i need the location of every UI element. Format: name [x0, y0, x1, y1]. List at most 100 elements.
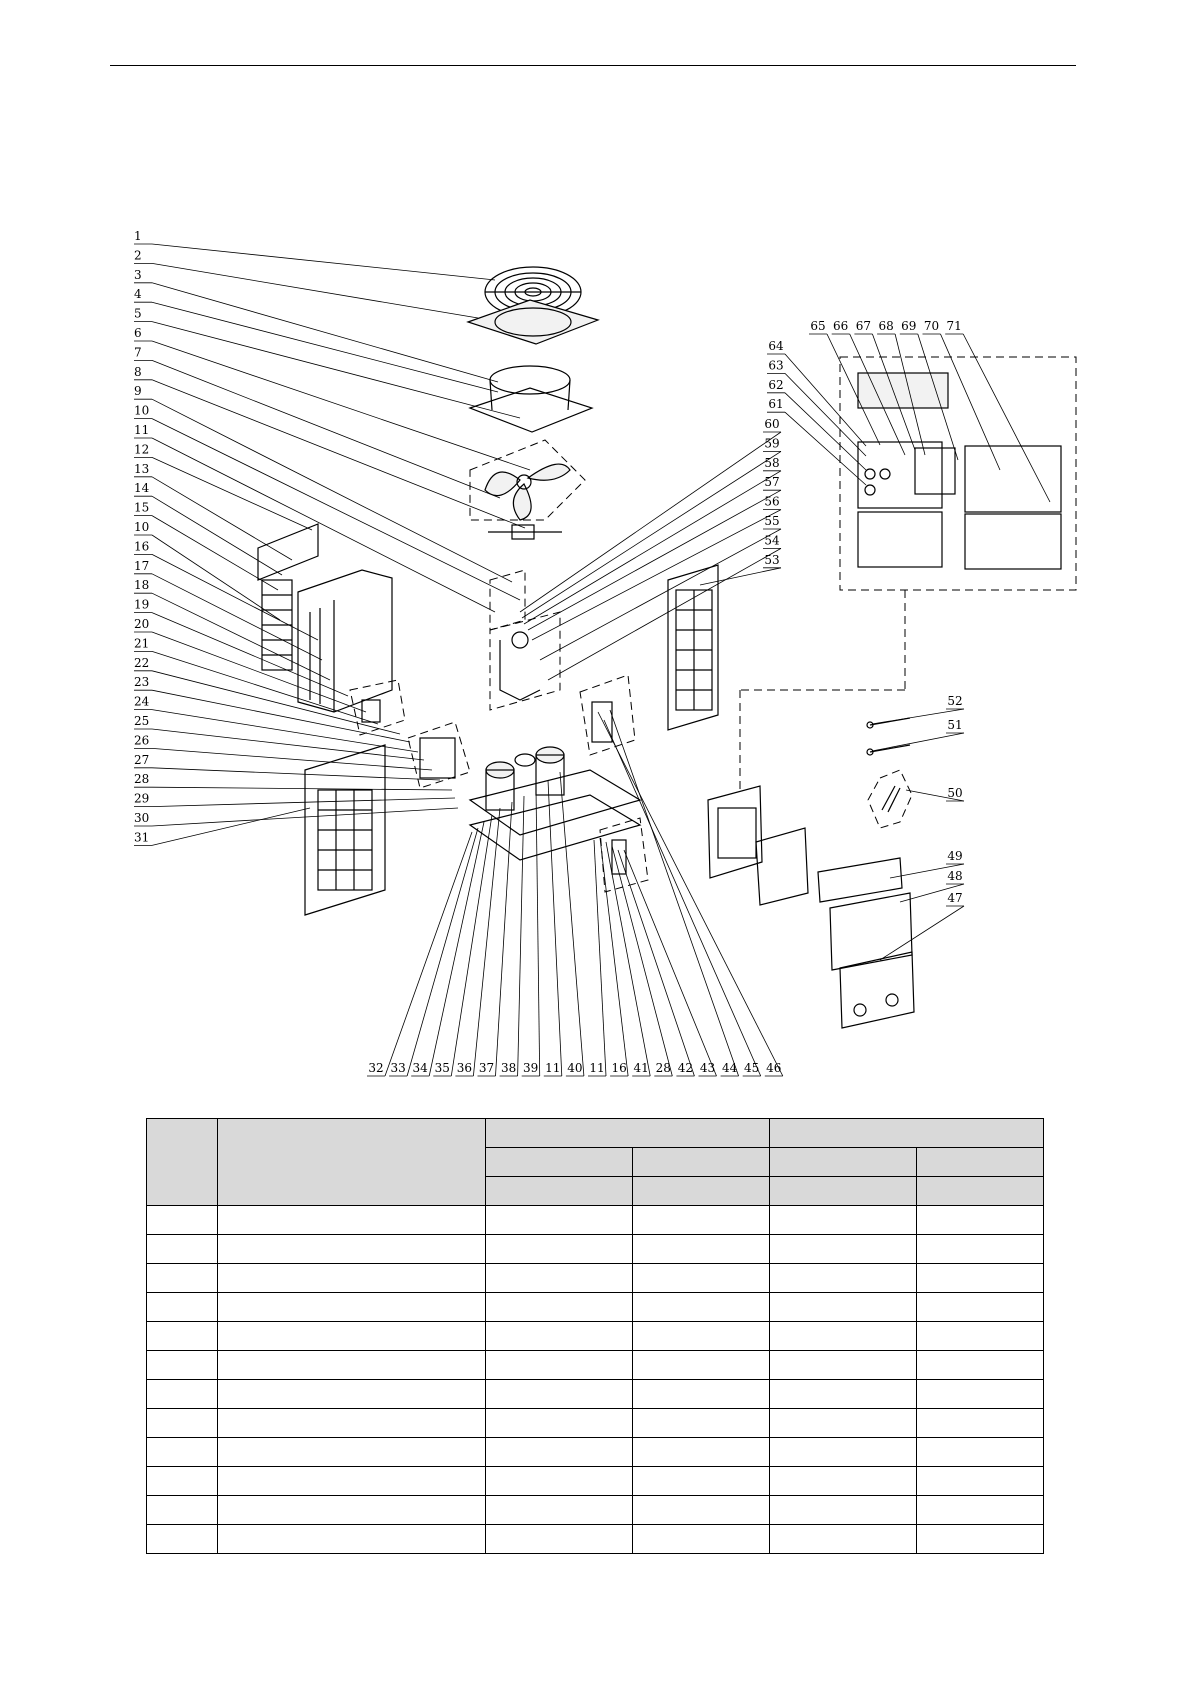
callout-leader	[151, 786, 453, 791]
table-cell	[632, 1379, 770, 1409]
table-row	[146, 1437, 1044, 1467]
table-cell	[632, 1466, 770, 1496]
table-row	[146, 1379, 1044, 1409]
callout-number: 5	[134, 307, 142, 321]
callout-number: 13	[134, 462, 149, 476]
callout-leader	[521, 451, 782, 619]
callout-leader	[962, 333, 1051, 503]
callout-leader	[473, 807, 501, 1077]
table-cell	[769, 1379, 917, 1409]
callout-leader	[784, 353, 867, 447]
callout-number: 28	[134, 772, 149, 786]
callout-leader	[527, 489, 782, 631]
table-cell	[916, 1437, 1044, 1467]
callout-number: 16	[134, 539, 149, 553]
callout-number: 65	[810, 319, 825, 333]
callout-number: 51	[947, 718, 962, 732]
table-row	[146, 1263, 1044, 1293]
callout-number: 62	[768, 378, 783, 392]
callout-labels: 1234567891011121314151016171819202122232…	[134, 229, 1051, 1077]
callout-number: 6	[134, 326, 142, 340]
callout-number: 57	[764, 475, 779, 489]
table-cell	[916, 1350, 1044, 1380]
callout-leader	[611, 845, 673, 1077]
callout-leader	[917, 333, 959, 461]
table-cell	[485, 1205, 633, 1235]
parts-table	[146, 1118, 1044, 1554]
table-cell	[146, 1495, 218, 1525]
table-cell	[916, 1408, 1044, 1438]
callout-leader	[151, 360, 501, 499]
table-cell	[632, 1350, 770, 1380]
callout-number: 38	[501, 1061, 516, 1075]
callout-number: 2	[134, 248, 142, 262]
callout-leader	[450, 814, 493, 1077]
table-cell	[485, 1263, 633, 1293]
callout-leader	[547, 779, 563, 1077]
callout-number: 27	[134, 753, 149, 767]
header-cell	[485, 1176, 633, 1206]
fan-shroud	[468, 365, 594, 433]
table-cell	[916, 1524, 1044, 1554]
callout-leader	[879, 905, 965, 961]
header-cell	[769, 1176, 917, 1206]
fan-blade-assembly	[469, 439, 586, 540]
callout-number: 64	[768, 339, 784, 353]
table-cell	[916, 1263, 1044, 1293]
callout-leader	[905, 789, 965, 802]
callout-leader	[531, 509, 782, 641]
table-cell	[485, 1234, 633, 1264]
table-cell	[217, 1408, 486, 1438]
callout-leader	[617, 849, 695, 1077]
callout-number: 39	[523, 1061, 538, 1075]
callout-leader	[784, 411, 867, 486]
callout-number: 71	[947, 319, 962, 333]
table-cell	[217, 1495, 486, 1525]
callout-leader	[539, 528, 782, 661]
callout-leader	[495, 801, 513, 1077]
callout-number: 12	[134, 442, 149, 456]
callout-leader	[151, 321, 521, 419]
table-cell	[769, 1495, 917, 1525]
table-cell	[217, 1263, 486, 1293]
callout-number: 8	[134, 365, 142, 379]
callout-leader	[151, 748, 433, 771]
callout-leader	[151, 398, 513, 583]
callout-leader	[605, 841, 651, 1077]
callout-number: 42	[678, 1061, 693, 1075]
callout-leader	[599, 837, 629, 1077]
header-cell	[916, 1176, 1044, 1206]
callout-number: 50	[947, 786, 962, 800]
left-side-grille	[257, 523, 319, 671]
header-cell	[485, 1147, 633, 1177]
parts-table-body	[146, 1205, 1044, 1554]
callout-number: 10	[134, 520, 149, 534]
callout-number: 11	[589, 1061, 604, 1075]
table-row	[146, 1321, 1044, 1351]
callout-leader	[547, 548, 782, 681]
callout-leader	[151, 612, 349, 697]
callout-number: 26	[134, 733, 149, 747]
callout-leader	[151, 340, 531, 471]
callout-leader	[609, 709, 739, 1077]
table-cell	[632, 1205, 770, 1235]
callout-leader	[784, 373, 867, 457]
callout-number: 36	[457, 1061, 472, 1075]
callout-number: 14	[134, 481, 150, 495]
callout-leader	[151, 807, 311, 846]
table-cell	[769, 1234, 917, 1264]
sensors-cables	[866, 717, 913, 829]
table-cell	[632, 1437, 770, 1467]
table-row	[146, 1524, 1044, 1554]
callout-number: 66	[833, 319, 848, 333]
callout-leader	[428, 821, 485, 1077]
callout-leader	[593, 839, 607, 1077]
table-cell	[146, 1234, 218, 1264]
table-cell	[217, 1292, 486, 1322]
table-cell	[485, 1524, 633, 1554]
table-cell	[146, 1408, 218, 1438]
callout-number: 1	[134, 229, 142, 243]
callout-number: 30	[134, 811, 149, 825]
callout-leader	[151, 301, 499, 393]
table-cell	[485, 1350, 633, 1380]
